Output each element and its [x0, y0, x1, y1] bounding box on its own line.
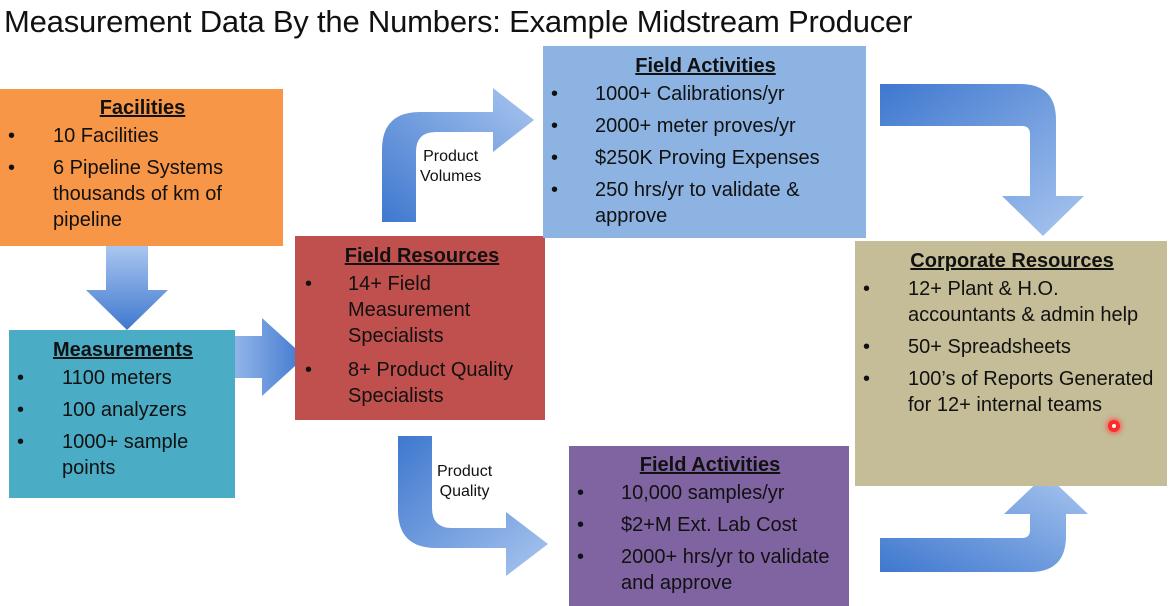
list-item: • 10 Facilities — [8, 123, 277, 149]
arrow-facilities-to-measurements — [86, 246, 168, 330]
product-volumes-label: Product Volumes — [420, 147, 481, 187]
facilities-box: Facilities • 10 Facilities • 6 Pipeline Sy… — [0, 89, 283, 246]
field-resources-box: Field Resources • 14+ Field Measurement S… — [295, 236, 545, 420]
product-quality-label-line2: Quality — [439, 483, 490, 500]
field-activities-quality-box: Field Activities • 10,000 samples/yr • $2+… — [569, 446, 849, 606]
arrow-product-quality — [398, 436, 548, 576]
facilities-list: • 10 Facilities • 6 Pipeline Systems thous… — [8, 123, 277, 233]
bullet: • — [305, 359, 313, 381]
list-item: • 6 Pipeline Systems thousands of km of p… — [8, 155, 277, 233]
bullet: • — [17, 431, 25, 453]
list-item-text: 8+ Product Quality Specialists — [348, 359, 514, 407]
list-item-text: 1100 meters — [62, 367, 172, 389]
bullet: • — [577, 514, 585, 536]
list-item: • 8+ Product Quality Specialists — [305, 357, 539, 409]
list-item: • 10,000 samples/yr — [577, 480, 843, 506]
arrow-bottom-to-corporate — [880, 474, 1088, 572]
list-item: • 1000+ Calibrations/yr — [551, 81, 860, 107]
list-item: • 100 analyzers — [17, 397, 229, 423]
list-item-text: 14+ Field Measurement Specialists — [348, 273, 471, 347]
field-resources-heading: Field Resources — [344, 245, 500, 267]
product-quality-label-line1: Product — [437, 463, 493, 480]
field-activities-quality-list: • 10,000 samples/yr • $2+M Ext. Lab Cost •… — [577, 480, 843, 596]
list-item-text: 10,000 samples/yr — [621, 482, 785, 504]
bullet: • — [8, 157, 16, 179]
bullet: • — [577, 482, 585, 504]
list-item: • 250 hrs/yr to validate & approve — [551, 177, 860, 229]
bullet: • — [863, 368, 871, 390]
field-activities-volumes-list: • 1000+ Calibrations/yr • 2000+ meter prov… — [551, 81, 860, 229]
field-resources-list: • 14+ Field Measurement Specialists • 8+ P… — [305, 271, 539, 409]
list-item-text: $2+M Ext. Lab Cost — [621, 514, 798, 536]
facilities-heading: Facilities — [99, 97, 186, 119]
list-item: • 50+ Spreadsheets — [863, 334, 1161, 360]
arrow-product-volumes — [382, 88, 534, 222]
product-volumes-label-line2: Volumes — [420, 168, 482, 185]
product-quality-label: Product Quality — [437, 462, 492, 502]
arrow-top-to-corporate — [880, 84, 1084, 236]
measurements-box: Measurements • 1100 meters • 100 analyzers… — [9, 330, 235, 498]
list-item: • $2+M Ext. Lab Cost — [577, 512, 843, 538]
list-item-text: 6 Pipeline Systems thousands of km of pi… — [53, 157, 224, 231]
bullet: • — [8, 125, 16, 147]
measurements-heading: Measurements — [52, 339, 194, 361]
bullet: • — [551, 147, 559, 169]
bullet: • — [577, 546, 585, 568]
bullet: • — [17, 399, 25, 421]
list-item: • 12+ Plant & H.O. accountants & admin he… — [863, 276, 1161, 328]
product-volumes-label-line1: Product — [423, 148, 479, 165]
list-item: • 2000+ meter proves/yr — [551, 113, 860, 139]
field-activities-volumes-heading: Field Activities — [635, 55, 776, 77]
list-item-text: 50+ Spreadsheets — [908, 336, 1071, 358]
list-item-text: 100 analyzers — [62, 399, 187, 421]
list-item-text: 1000+ sample points — [62, 431, 189, 479]
list-item-text: 1000+ Calibrations/yr — [595, 83, 785, 105]
bullet: • — [551, 83, 559, 105]
list-item-text: 2000+ hrs/yr to validate and approve — [621, 546, 830, 594]
arrow-measurements-to-field-resources — [215, 318, 305, 396]
bullet: • — [551, 179, 559, 201]
corporate-resources-heading: Corporate Resources — [910, 250, 1114, 272]
list-item: • 2000+ hrs/yr to validate and approve — [577, 544, 843, 596]
slide-title: Measurement Data By the Numbers: Example… — [4, 4, 913, 39]
corporate-resources-list: • 12+ Plant & H.O. accountants & admin he… — [863, 276, 1161, 418]
list-item: • 1000+ sample points — [17, 429, 229, 481]
field-activities-volumes-box: Field Activities • 1000+ Calibrations/yr … — [543, 46, 866, 238]
list-item-text: 12+ Plant & H.O. accountants & admin hel… — [908, 278, 1139, 326]
list-item: • $250K Proving Expenses — [551, 145, 860, 171]
field-activities-quality-heading: Field Activities — [639, 454, 781, 476]
bullet: • — [17, 367, 25, 389]
bullet: • — [863, 336, 871, 358]
list-item-text: 250 hrs/yr to validate & approve — [595, 179, 800, 227]
bullet: • — [551, 115, 559, 137]
measurements-list: • 1100 meters • 100 analyzers • 1000+ sampl… — [17, 365, 229, 481]
list-item: • 100’s of Reports Generated for 12+ inte… — [863, 366, 1161, 418]
bullet: • — [305, 273, 313, 295]
laser-pointer-icon — [1108, 420, 1120, 432]
list-item-text: 10 Facilities — [53, 125, 159, 147]
list-item-text: 2000+ meter proves/yr — [595, 115, 796, 137]
corporate-resources-box: Corporate Resources • 12+ Plant & H.O. ac… — [855, 241, 1167, 486]
list-item: • 1100 meters — [17, 365, 229, 391]
list-item-text: $250K Proving Expenses — [595, 147, 820, 169]
list-item: • 14+ Field Measurement Specialists — [305, 271, 539, 349]
bullet: • — [863, 278, 871, 300]
list-item-text: 100’s of Reports Generated for 12+ inter… — [908, 368, 1154, 416]
